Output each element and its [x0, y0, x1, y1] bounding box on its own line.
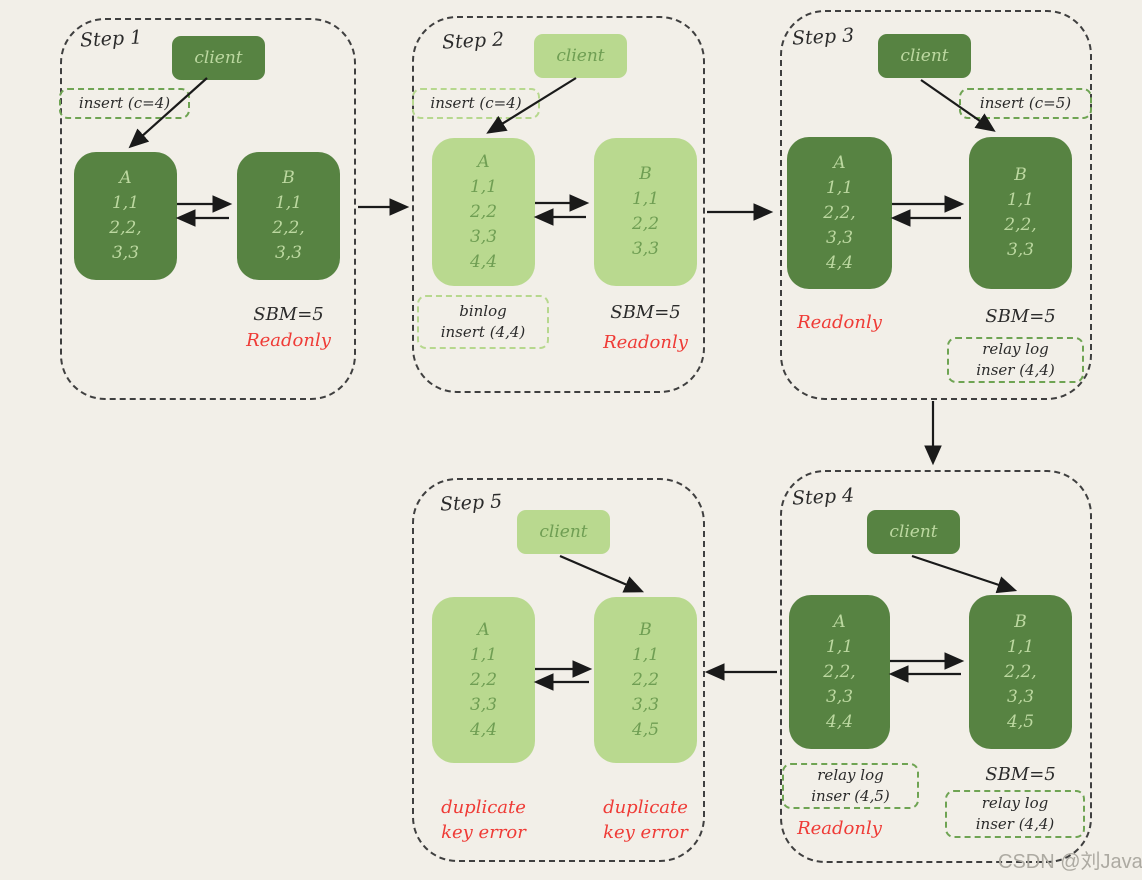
csdn-watermark: CSDN @刘Java [998, 851, 1142, 873]
step-4-sbm-text: SBM=5 [985, 764, 1056, 785]
step-1-label: Step 1 [79, 26, 143, 52]
step-1-client-node: client [172, 36, 265, 80]
step-2-readonly-text: Readonly [603, 332, 688, 353]
step-4-label: Step 4 [791, 484, 855, 510]
step-3-client-node: client [878, 34, 971, 78]
step-1-sbm-text: SBM=5 [253, 304, 324, 325]
step-1-insert-label: insert (c=4) [59, 88, 190, 119]
step-3-insert-label: insert (c=5) [959, 88, 1092, 119]
step-1-readonly-text: Readonly [246, 330, 331, 351]
step-5-client-node: client [517, 510, 610, 554]
step-3-sbm-text: SBM=5 [985, 306, 1056, 327]
step-4-client-node: client [867, 510, 960, 554]
step-5-label: Step 5 [439, 490, 503, 516]
step-2-client-node: client [534, 34, 627, 78]
step-4-readonly-text: Readonly [797, 818, 882, 839]
step-3-label: Step 3 [791, 24, 855, 50]
step-2-sbm-text: SBM=5 [610, 302, 681, 323]
step-2-label: Step 2 [441, 28, 505, 54]
step-3-readonly-text: Readonly [797, 312, 882, 333]
step-2-insert-label: insert (c=4) [412, 88, 540, 119]
